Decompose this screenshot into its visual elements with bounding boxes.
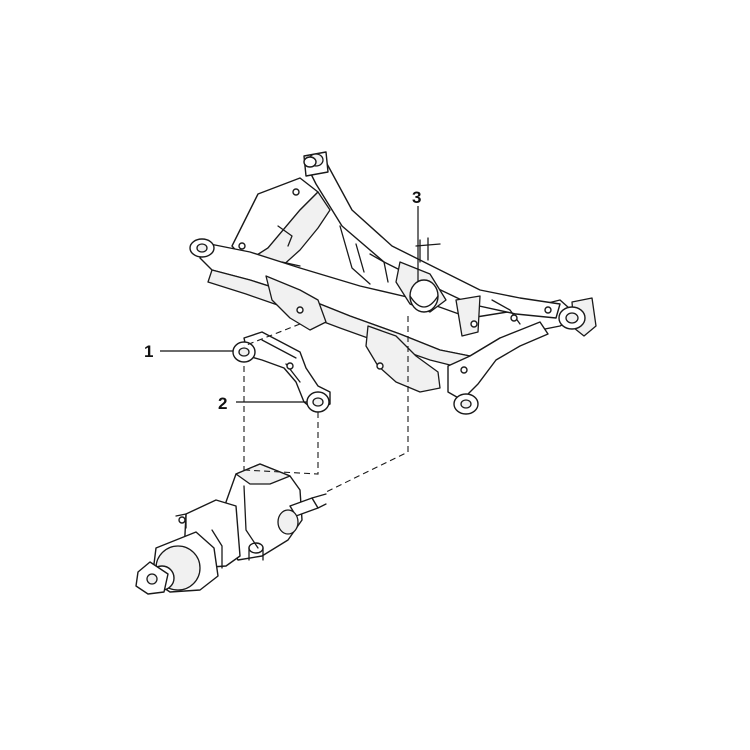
callout-1-label: 1 xyxy=(144,342,153,361)
assembly-lines xyxy=(243,316,409,493)
part-3-bushing xyxy=(409,279,439,313)
callout-2: 2 xyxy=(218,394,307,413)
callout-2-label: 2 xyxy=(218,394,227,413)
differential xyxy=(135,463,327,595)
callout-3: 3 xyxy=(412,188,421,282)
callout-1: 1 xyxy=(144,342,233,361)
subframe-mount-rear-left xyxy=(303,151,329,177)
subframe-mount-rear-right xyxy=(558,306,586,330)
subframe-mount-front-right xyxy=(453,393,479,415)
callout-3-label: 3 xyxy=(412,188,421,207)
part-2-bushing xyxy=(306,391,330,413)
subframe-mount-front-left xyxy=(189,238,215,258)
part-1-bushing xyxy=(232,341,256,363)
subframe xyxy=(189,151,597,415)
